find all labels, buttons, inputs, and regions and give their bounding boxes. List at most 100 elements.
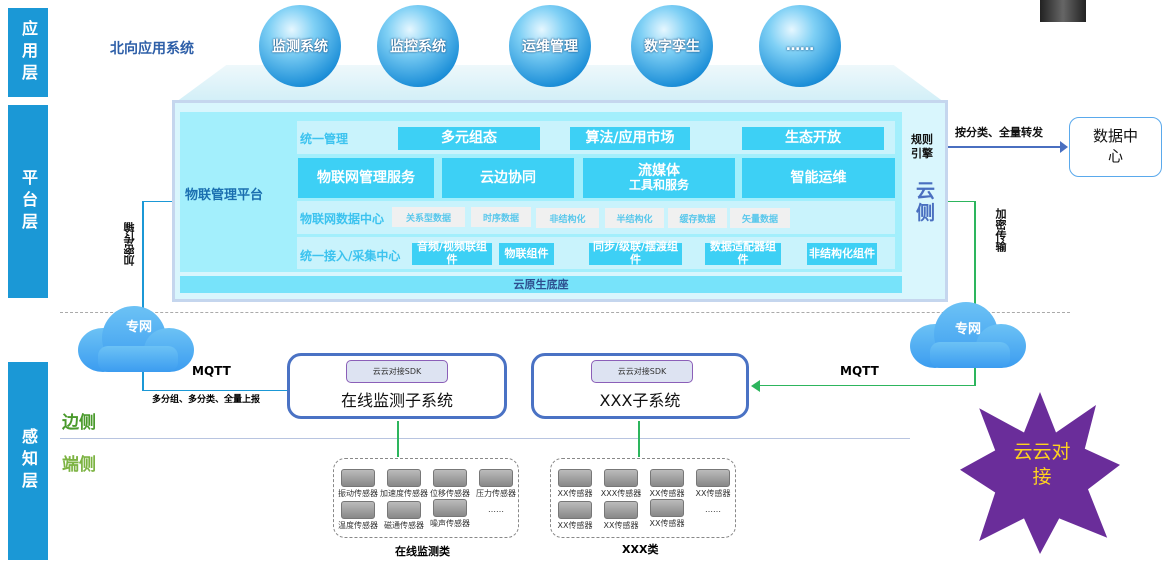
encrypted-label: 加密传输 [994, 208, 1007, 252]
sensor-label: XX传感器 [695, 489, 731, 498]
encrypted-label: 加密传输 [123, 222, 136, 266]
data-item: 缓存数据 [668, 208, 727, 228]
cloud-icon: 专网 [910, 302, 1026, 368]
access-item: 非结构化组件 [807, 243, 877, 265]
sensor-item: XX传感器 [597, 501, 645, 531]
layer-app: 应用层 [8, 8, 48, 97]
sensor-item: 压力传感器 [472, 469, 520, 499]
service-box: 智能运维 [742, 158, 895, 198]
star-label: 云云对接 [1013, 441, 1071, 488]
layer-perception: 感知层 [8, 362, 48, 560]
sensor-item: 振动传感器 [334, 469, 382, 499]
end-side-label: 端侧 [62, 455, 96, 475]
sensor-item: 温度传感器 [334, 501, 382, 531]
app-ball: …… [759, 5, 841, 87]
access-item: 物联组件 [499, 243, 554, 265]
northbound-label: 北向应用系统 [110, 41, 194, 57]
private-net-label: 专网 [955, 322, 982, 337]
server-icon [1040, 0, 1086, 22]
cloud-icon: 专网 [78, 306, 194, 372]
mgmt-item: 生态开放 [742, 127, 884, 150]
forward-label: 按分类、全量转发 [955, 126, 1043, 139]
app-ball: 运维管理 [509, 5, 591, 87]
mqtt-label: MQTT [840, 364, 879, 378]
sdk-badge: 云云对接SDK [346, 360, 448, 383]
sensor-group: XX传感器 XXX传感器 XX传感器 XX传感器 XX传感器 XX传感器 XX传… [550, 458, 736, 538]
sensor-label: XXX传感器 [600, 489, 642, 498]
sensor-label: 磁通传感器 [384, 521, 424, 530]
sensor-group: 振动传感器 加速度传感器 位移传感器 压力传感器 温度传感器 磁通传感器 噪声传… [333, 458, 519, 538]
service-line: 工具和服务 [628, 178, 689, 193]
subsystem-xxx: 云云对接SDK XXX子系统 [531, 353, 749, 419]
private-net-label: 专网 [126, 320, 153, 335]
platform-title: 物联管理平台 [185, 188, 264, 203]
bidirectional-arrow-icon [397, 421, 399, 457]
sensor-label: 振动传感器 [338, 489, 378, 498]
sensor-label: 压力传感器 [476, 489, 516, 498]
access-item: 数据适配器组件 [705, 241, 781, 266]
sensor-label: 位移传感器 [430, 489, 470, 498]
sensor-item: 加速度传感器 [380, 469, 428, 499]
sdk-badge: 云云对接SDK [591, 360, 693, 383]
sensor-item: XX传感器 [643, 499, 691, 529]
data-center-label: 物联网数据中心 [300, 212, 385, 226]
arrow-head-icon [1060, 141, 1068, 153]
divider [60, 312, 1070, 313]
subsystem-title: XXX子系统 [599, 391, 681, 410]
report-label: 多分组、多分类、全量上报 [152, 395, 261, 405]
app-ball: 监测系统 [259, 5, 341, 87]
more-label: …… [488, 505, 504, 514]
mgmt-item: 算法/应用市场 [570, 127, 690, 150]
connector-line [760, 385, 975, 386]
data-item: 关系型数据 [392, 207, 465, 227]
divider [60, 438, 910, 439]
data-item: 时序数据 [471, 207, 531, 227]
sensor-item: XX传感器 [689, 469, 737, 499]
rule-engine-label: 规则引擎 [911, 133, 933, 160]
bidirectional-arrow-icon [638, 421, 640, 457]
edge-side-label: 边侧 [62, 413, 96, 433]
service-box: 云边协同 [442, 158, 574, 198]
access-item: 音频/视频联组件 [412, 241, 492, 266]
sensor-item: XX传感器 [551, 469, 599, 499]
sensor-label: XX传感器 [649, 489, 685, 498]
data-item: 半结构化 [605, 208, 664, 228]
sensor-label: 温度传感器 [338, 521, 378, 530]
sensor-label: 加速度传感器 [380, 489, 428, 498]
connector-line [142, 201, 144, 391]
subsystem-title: 在线监测子系统 [340, 391, 453, 410]
app-ball: 数字孪生 [631, 5, 713, 87]
sensor-label: 噪声传感器 [430, 519, 470, 528]
connector-line [948, 201, 975, 202]
subsystem-online-monitoring: 云云对接SDK 在线监测子系统 [287, 353, 507, 419]
mgmt-item: 多元组态 [398, 127, 540, 150]
service-box: 物联网管理服务 [298, 158, 434, 198]
sensor-item: XX传感器 [551, 501, 599, 531]
sensor-item: 噪声传感器 [426, 499, 474, 529]
layer-platform: 平台层 [8, 105, 48, 298]
connector-line [142, 201, 172, 202]
service-line: 流媒体 [638, 163, 680, 180]
sensor-label: XX传感器 [603, 521, 639, 530]
connector-line [974, 201, 976, 386]
data-center-box: 数据中心 [1069, 117, 1162, 177]
data-item: 非结构化 [536, 208, 599, 228]
mqtt-label: MQTT [192, 364, 231, 378]
data-item: 矢量数据 [730, 208, 790, 228]
group-label: XXX类 [622, 543, 659, 556]
sensor-label: XX传感器 [649, 519, 685, 528]
service-box: 流媒体工具和服务 [583, 158, 735, 198]
cloud-side-label: 云侧 [916, 180, 936, 224]
unified-mgmt-label: 统一管理 [300, 132, 349, 146]
connector-line [142, 390, 288, 391]
access-item: 同步/级联/摆渡组件 [589, 241, 682, 266]
access-label: 统一接入/采集中心 [300, 249, 401, 263]
sensor-item: 磁通传感器 [380, 501, 428, 531]
app-ball: 监控系统 [377, 5, 459, 87]
sensor-label: XX传感器 [557, 489, 593, 498]
more-label: …… [705, 505, 721, 514]
cloud-native-base: 云原生底座 [180, 276, 902, 293]
forward-arrow [948, 146, 1062, 148]
arrow-head-icon [751, 380, 760, 392]
group-label: 在线监测类 [395, 545, 450, 558]
